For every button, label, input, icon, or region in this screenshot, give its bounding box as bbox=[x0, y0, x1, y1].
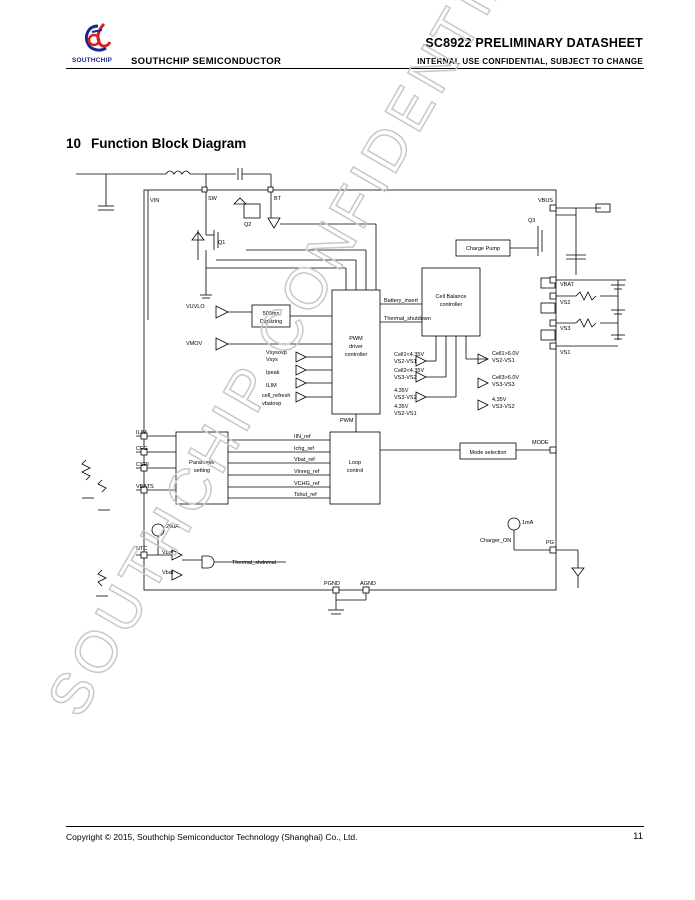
section-heading: 10 Function Block Diagram bbox=[66, 136, 246, 151]
pin-pgnd: PGND bbox=[324, 581, 340, 587]
function-block-diagram: VIN SW BT VBUS VBAT VS2 VS3 VS1 ILIM CFG… bbox=[76, 168, 626, 615]
label-q2: Q2 bbox=[244, 222, 251, 228]
signal-vbat-ref: Vbat_ref bbox=[294, 457, 315, 463]
pin-sw: SW bbox=[208, 196, 218, 202]
signal-vchg-ref: VCHG_ref bbox=[294, 481, 320, 487]
cmp-label-3: 4.35V bbox=[394, 388, 409, 394]
pin-mode: MODE bbox=[532, 440, 549, 446]
cmp-label-2b: VS3-VS2 bbox=[394, 375, 417, 381]
cmp-label-4: 4.35V bbox=[394, 404, 409, 410]
cmp-label-7: 4.35V bbox=[492, 397, 507, 403]
signal-iin-ref: IIN_ref bbox=[294, 434, 311, 440]
label-pwm: PWM bbox=[340, 418, 354, 424]
pin-vbus: VBUS bbox=[538, 198, 553, 204]
cmp-label-3b: VS3-VS2 bbox=[394, 395, 417, 401]
signal-battery-insert: Battery_insert bbox=[384, 298, 418, 304]
copyright: Copyright © 2015, Southchip Semiconducto… bbox=[66, 832, 358, 842]
page-number: 11 bbox=[633, 831, 643, 842]
cmp-label-2: Cell2<4.35V bbox=[394, 368, 424, 374]
signal-vbl: Vbat bbox=[162, 570, 174, 576]
cmp-label-5: Cell1>6.0V bbox=[492, 351, 519, 357]
pin-cfg: CFG bbox=[136, 446, 148, 452]
cmp-label-1b: VS2-VS1 bbox=[394, 359, 417, 365]
param-label-2: setting bbox=[194, 468, 210, 474]
signal-tshut-ref: Tshut_ref bbox=[294, 492, 317, 498]
pwm-label-2: driver bbox=[349, 344, 363, 350]
cell-balance-label-2: controller bbox=[440, 302, 463, 308]
signal-charger-on: Charger_ON bbox=[480, 538, 511, 544]
signal-1ma: 1mA bbox=[522, 520, 534, 526]
pin-agnd: AGND bbox=[360, 581, 376, 587]
signal-vbat-ovp: vbatovp bbox=[262, 401, 281, 407]
pwm-label-1: PWM bbox=[349, 336, 363, 342]
charge-pump-label: Charge Pump bbox=[466, 246, 500, 252]
signal-vsysovp: Vsysovp bbox=[266, 350, 287, 356]
company-name: SOUTHCHIP SEMICONDUCTOR bbox=[131, 56, 282, 67]
loop-label-1: Loop bbox=[349, 460, 361, 466]
pin-ilim: ILIM bbox=[136, 430, 147, 436]
cmp-label-1: Cell1<4.35V bbox=[394, 352, 424, 358]
pin-vs1: VS1 bbox=[560, 350, 570, 356]
signal-vbh: Vbat bbox=[162, 550, 174, 556]
signal-ipeak: Ipeak bbox=[266, 370, 280, 376]
pin-bt: BT bbox=[274, 196, 282, 202]
signal-vsys: Vsys bbox=[266, 357, 278, 363]
pin-cspi: CSPI bbox=[136, 462, 149, 468]
cell-balance-label-1: Cell Balance bbox=[436, 294, 467, 300]
digitizing-label-2: Digitizing bbox=[260, 319, 282, 325]
cmp-label-7b: VS3-VS2 bbox=[492, 404, 515, 410]
signal-thermal-short: Thermal_shdnmal bbox=[232, 560, 276, 566]
section-number: 10 bbox=[66, 136, 82, 151]
cmp-label-5b: VS2-VS1 bbox=[492, 358, 515, 364]
loop-control-block bbox=[329, 431, 381, 505]
digitizing-label-1: 500ms bbox=[263, 311, 280, 317]
logo-wordmark: SOUTHCHIP bbox=[72, 57, 113, 64]
section-title: Function Block Diagram bbox=[91, 136, 247, 151]
pin-ntc: NTC bbox=[136, 546, 147, 552]
signal-cell-refresh: cell_refresh bbox=[262, 393, 290, 399]
cmp-label-6: Cell3>6.0V bbox=[492, 375, 519, 381]
label-uvlo: VUVLO bbox=[186, 304, 205, 310]
label-vmov: VMOV bbox=[186, 341, 203, 347]
pin-vs2: VS2 bbox=[560, 300, 570, 306]
pin-vbats: VBATS bbox=[136, 484, 154, 490]
pin-vs3: VS3 bbox=[560, 326, 570, 332]
signal-20ua: 20uA bbox=[166, 524, 179, 530]
signal-vinreg-ref: Vinreg_ref bbox=[294, 469, 320, 475]
loop-label-2: control bbox=[347, 468, 364, 474]
document-title: SC8922 PRELIMINARY DATASHEET bbox=[425, 36, 643, 50]
pwm-label-3: controller bbox=[345, 352, 368, 358]
cmp-label-4b: VS2-VS1 bbox=[394, 411, 417, 417]
southchip-logo bbox=[84, 22, 112, 52]
footer-rule bbox=[66, 826, 644, 827]
pin-vbat: VBAT bbox=[560, 282, 575, 288]
inductor-symbol bbox=[165, 170, 191, 175]
pin-vin: VIN bbox=[150, 198, 159, 204]
param-label-1: Parameter bbox=[189, 460, 215, 466]
label-q1: Q1 bbox=[218, 240, 225, 246]
mode-selection-label: Mode selection bbox=[470, 450, 507, 456]
cell-balance-block bbox=[421, 267, 481, 337]
header-rule bbox=[66, 68, 644, 69]
label-q3: Q3 bbox=[528, 218, 535, 224]
mode-selection-block bbox=[459, 442, 517, 460]
pin-pg: PG bbox=[546, 540, 554, 546]
chip-outline bbox=[143, 189, 557, 591]
signal-thermal-shutdown: Thermal_shutdown bbox=[384, 316, 431, 322]
cmp-label-6b: VS3-VS3 bbox=[492, 382, 515, 388]
signal-ichg-ref: Ichg_ref bbox=[294, 446, 314, 452]
signal-ilim: ILIM bbox=[266, 383, 277, 389]
document-subtitle: INTERNAL USE CONFIDENTIAL, SUBJECT TO CH… bbox=[417, 57, 643, 66]
